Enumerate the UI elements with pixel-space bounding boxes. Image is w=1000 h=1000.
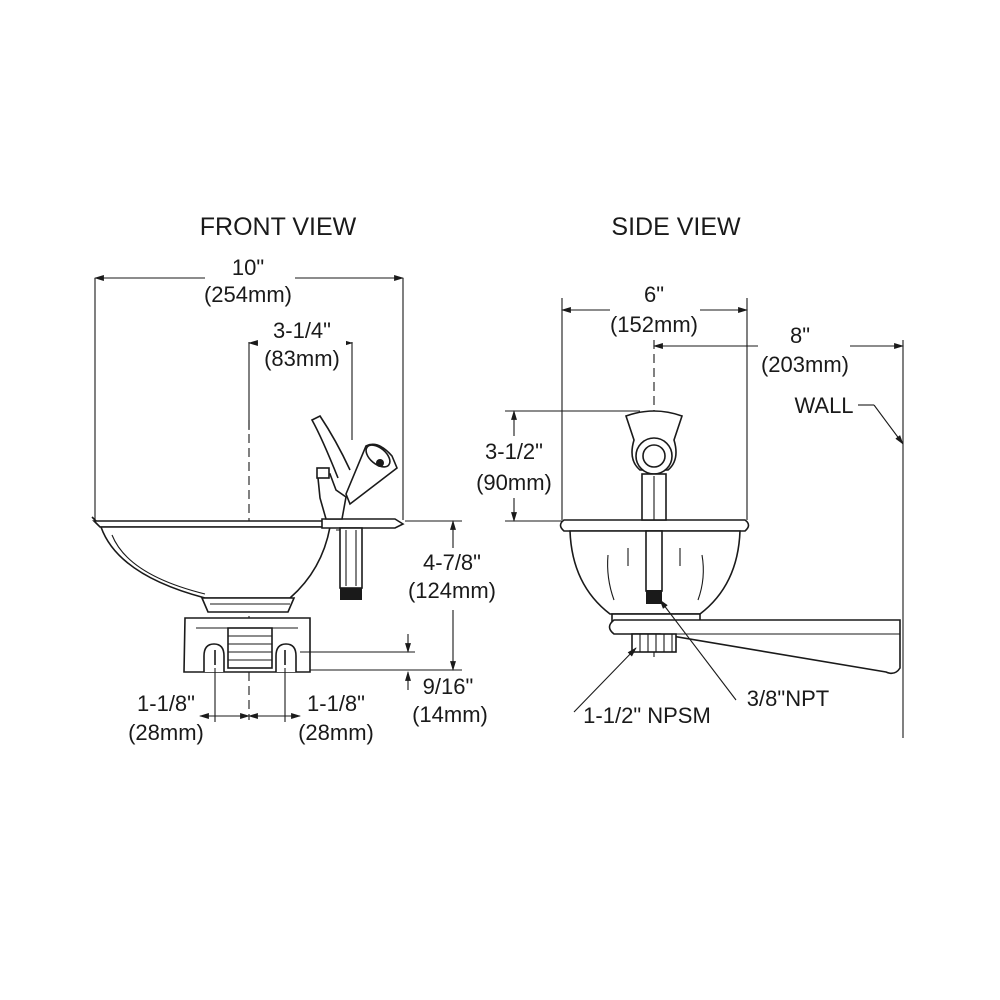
side-bubbler (624, 410, 684, 604)
front-offset-mm: (83mm) (264, 346, 340, 371)
front-offset-dimension: 3-1/4" (83mm) (248, 318, 353, 440)
side-height-dimension: 3-1/2" (90mm) (470, 410, 640, 522)
front-height-dimension: 4-7/8" (124mm) (310, 520, 498, 671)
npsm-callout: 1-1/2" NPSM (573, 647, 711, 728)
front-right-inches: 1-1/8" (307, 691, 365, 716)
front-right-mm: (28mm) (298, 720, 374, 745)
front-width-mm: (254mm) (204, 282, 292, 307)
side-wall-bracket (608, 619, 901, 675)
npt-label: 3/8"NPT (747, 686, 829, 711)
front-left-mm: (28mm) (128, 720, 204, 745)
side-view-title: SIDE VIEW (611, 213, 741, 241)
front-height-mm: (124mm) (408, 578, 496, 603)
front-bubbler (310, 414, 405, 531)
npt-callout: 3/8"NPT (659, 599, 829, 711)
side-wall-mm: (203mm) (761, 352, 849, 377)
side-height-mm: (90mm) (476, 470, 552, 495)
front-supply-tube (339, 527, 363, 600)
front-left-inches: 1-1/8" (137, 691, 195, 716)
side-view: SIDE VIEW 6" (152mm) 8" (203mm) WALL (470, 213, 904, 738)
front-view-title: FRONT VIEW (200, 213, 357, 241)
side-width-dimension: 6" (152mm) (561, 282, 748, 520)
npsm-label: 1-1/2" NPSM (583, 703, 711, 728)
front-height-inches: 4-7/8" (423, 550, 481, 575)
front-offset-inches: 3-1/4" (273, 318, 331, 343)
side-width-inches: 6" (644, 282, 664, 307)
wall-label: WALL (794, 393, 853, 418)
side-height-inches: 3-1/2" (485, 439, 543, 464)
side-wall-inches: 8" (790, 323, 810, 348)
side-width-mm: (152mm) (610, 312, 698, 337)
front-basin-bowl (91, 516, 331, 613)
front-width-inches: 10" (232, 255, 264, 280)
wall-callout: WALL (794, 393, 904, 445)
side-wall-dimension: 8" (203mm) (653, 322, 904, 380)
front-view: FRONT VIEW 10" (254mm) 3-1/4" (83mm) (91, 213, 498, 745)
front-drain-inches: 9/16" (423, 674, 474, 699)
front-bottom-dimensions: 1-1/8" (28mm) 1-1/8" (28mm) (128, 668, 374, 745)
front-bracket (183, 617, 311, 673)
front-drain-dimension: 9/16" (14mm) (300, 634, 488, 727)
front-width-dimension: 10" (254mm) (94, 255, 404, 520)
front-drain-mm: (14mm) (412, 702, 488, 727)
